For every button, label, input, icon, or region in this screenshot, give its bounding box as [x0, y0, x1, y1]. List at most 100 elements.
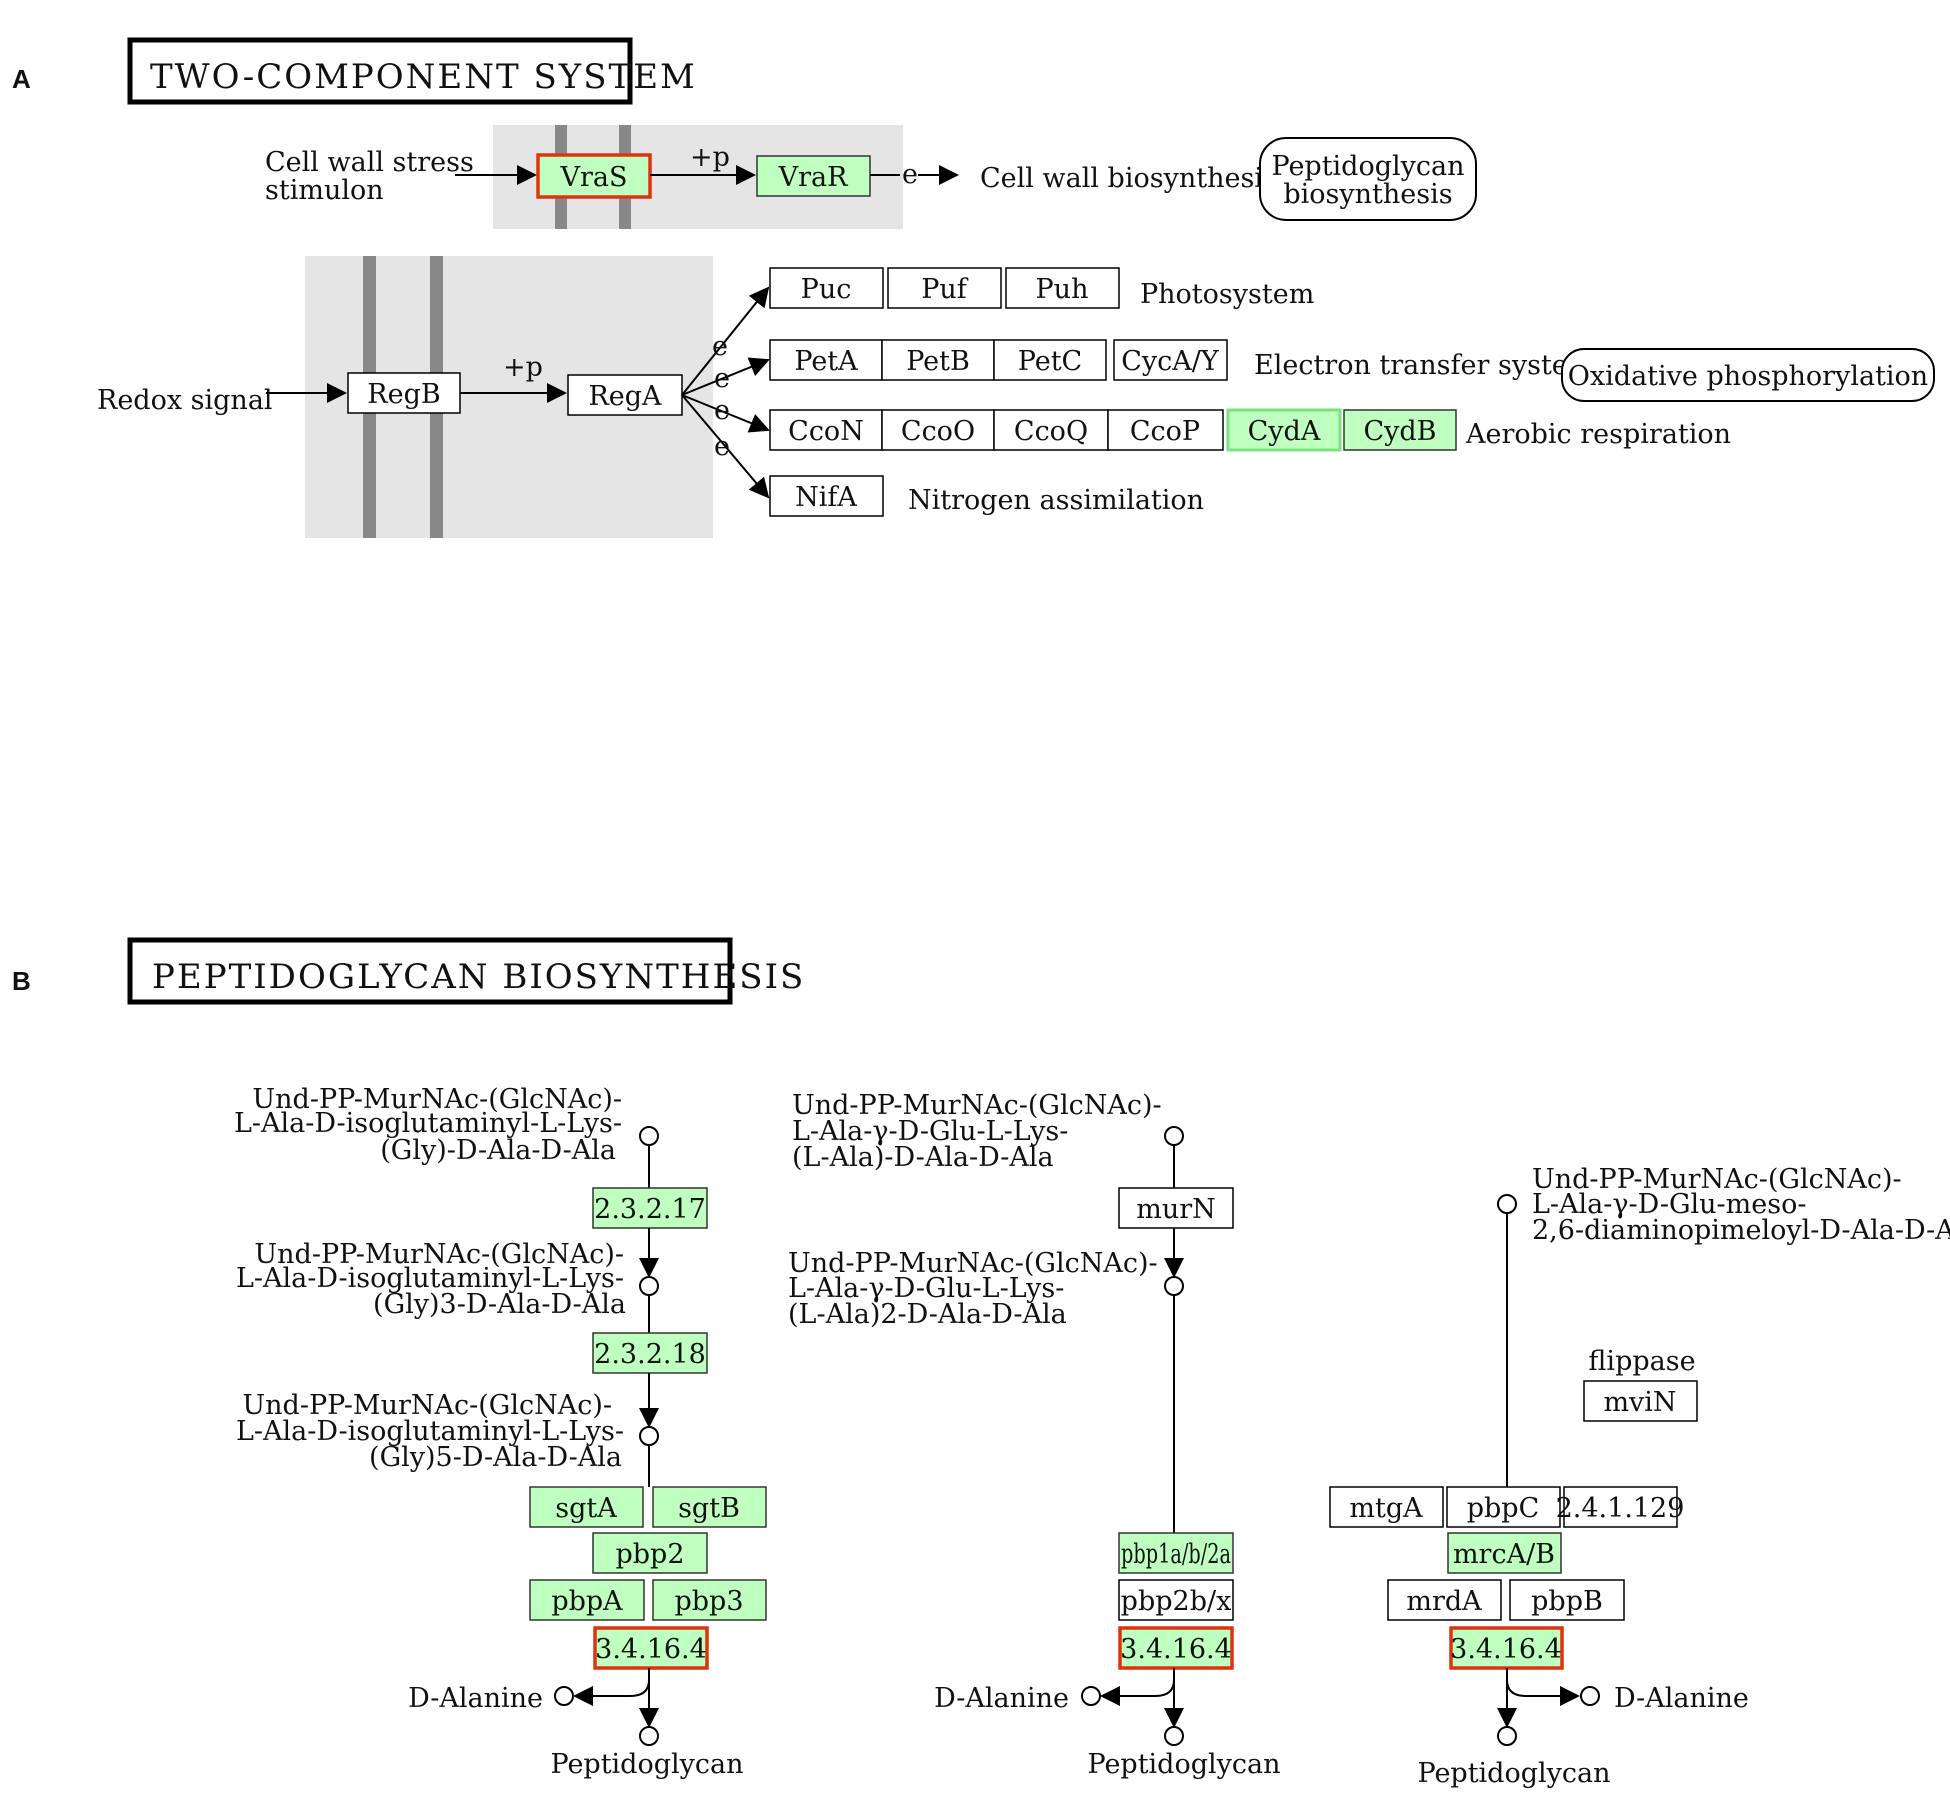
- enzyme-box[interactable]: [592, 1187, 708, 1229]
- enzyme-box-murn[interactable]: [1118, 1187, 1234, 1229]
- enzyme-box-pbpa[interactable]: [529, 1579, 645, 1621]
- gene-label-puh: Puh: [1036, 274, 1089, 305]
- enzyme-label: 2.3.2.17: [594, 1194, 706, 1225]
- gene-label-regb: RegB: [367, 379, 440, 410]
- stimulus-label-line2: stimulon: [265, 175, 384, 206]
- gene-box-cydb[interactable]: [1343, 409, 1457, 451]
- compound-label: Und-PP-MurNAc-(GlcNAc)-: [1532, 1164, 1902, 1195]
- gene-label-ccoo: CcoO: [901, 416, 975, 447]
- compound-label: Peptidoglycan: [1417, 1758, 1610, 1789]
- enzyme-box-pbp2bx[interactable]: [1118, 1579, 1234, 1621]
- gene-box-cyda[interactable]: [1226, 408, 1342, 452]
- compound-label: Peptidoglycan: [550, 1749, 743, 1780]
- nitrogen-assimilation-label: Nitrogen assimilation: [908, 485, 1204, 516]
- enzyme-label: pbpC: [1467, 1493, 1540, 1524]
- enzyme-box-highlighted[interactable]: [1449, 1626, 1564, 1670]
- enzyme-box-sgta[interactable]: [529, 1486, 644, 1528]
- enzyme-box-mrda[interactable]: [1387, 1579, 1502, 1621]
- gene-label-ccop: CcoP: [1130, 416, 1200, 447]
- panel-b-title: PEPTIDOGLYCAN BIOSYNTHESIS: [152, 957, 805, 997]
- compound-label: Und-PP-MurNAc-(GlcNAc)-: [792, 1090, 1162, 1121]
- gene-label-puc: Puc: [801, 274, 852, 305]
- compound-label: Und-PP-MurNAc-(GlcNAc)-: [254, 1239, 624, 1270]
- gene-box-vras[interactable]: [536, 153, 652, 199]
- enzyme-label: sgtB: [678, 1493, 740, 1524]
- enzyme-box[interactable]: [592, 1332, 708, 1374]
- gene-box-cyca[interactable]: [1113, 339, 1228, 381]
- aerobic-respiration-label: Aerobic respiration: [1465, 419, 1731, 450]
- map-link-oxphos-label: Oxidative phosphorylation: [1568, 361, 1928, 392]
- enzyme-box-mtga[interactable]: [1329, 1486, 1444, 1528]
- compound-label: L-Ala-D-isoglutaminyl-L-Lys-: [234, 1108, 622, 1139]
- enzyme-label: murN: [1136, 1194, 1216, 1225]
- compound-node[interactable]: [1497, 1726, 1517, 1746]
- gene-box-regb[interactable]: [347, 372, 461, 414]
- gene-label-ccoq: CcoQ: [1014, 416, 1088, 447]
- gene-box-ccop[interactable]: [1107, 409, 1224, 451]
- compound-label: (Gly)3-D-Ala-D-Ala: [373, 1289, 626, 1320]
- compound-label: Und-PP-MurNAc-(GlcNAc)-: [242, 1390, 612, 1421]
- compound-node[interactable]: [1081, 1686, 1101, 1706]
- compound-node[interactable]: [1164, 1126, 1184, 1146]
- compound-label: L-Ala-D-isoglutaminyl-L-Lys-: [236, 1416, 624, 1447]
- compound-label: D-Alanine: [934, 1683, 1069, 1714]
- enzyme-box-pbp2[interactable]: [592, 1532, 708, 1574]
- enzyme-box-pbp1ab[interactable]: [1118, 1532, 1234, 1574]
- compound-node[interactable]: [1164, 1726, 1184, 1746]
- gene-box-peta[interactable]: [769, 339, 883, 381]
- side-product-arrow: [573, 1679, 650, 1706]
- gene-box-puf[interactable]: [887, 267, 1002, 309]
- enzyme-box-mrcab[interactable]: [1447, 1532, 1562, 1574]
- compound-node[interactable]: [1580, 1686, 1600, 1706]
- gene-box-ccoo[interactable]: [881, 409, 995, 451]
- enzyme-box-highlighted[interactable]: [1118, 1626, 1234, 1670]
- compound-label: L-Ala-γ-D-Glu-L-Lys-: [788, 1273, 1064, 1304]
- enzyme-label: pbp2b/x: [1121, 1586, 1232, 1617]
- enzyme-box-ec[interactable]: [1563, 1486, 1678, 1528]
- panel-a-title-box: [127, 37, 633, 105]
- gene-box-ccoq[interactable]: [993, 409, 1109, 451]
- compound-node[interactable]: [1164, 1276, 1184, 1296]
- gene-box-puh[interactable]: [1005, 267, 1120, 309]
- gene-box-puc[interactable]: [769, 267, 884, 309]
- enzyme-box-sgtb[interactable]: [652, 1486, 767, 1528]
- gene-box-rega[interactable]: [567, 374, 683, 416]
- enzyme-label: 3.4.16.4: [1450, 1634, 1562, 1665]
- enzyme-box-pbpc[interactable]: [1446, 1486, 1561, 1528]
- map-link-peptidoglycan-line1: Peptidoglycan: [1271, 151, 1464, 182]
- map-link-peptidoglycan-line2: biosynthesis: [1283, 179, 1452, 210]
- gene-box-petc[interactable]: [993, 339, 1107, 381]
- compound-node[interactable]: [639, 1426, 659, 1446]
- gene-box-vrar[interactable]: [756, 155, 871, 197]
- map-link-peptidoglycan[interactable]: [1259, 137, 1477, 221]
- compound-label: L-Ala-γ-D-Glu-meso-: [1532, 1189, 1806, 1220]
- gene-label-cyda: CydA: [1248, 416, 1321, 447]
- gene-label-vrar: VraR: [778, 162, 849, 193]
- plus-p-label: +p: [690, 142, 730, 173]
- compound-label: 2,6-diaminopimeloyl-D-Ala-D-Ala: [1532, 1215, 1950, 1246]
- gene-label-cydb: CydB: [1363, 416, 1436, 447]
- panel-b-title-box: [127, 937, 733, 1005]
- stimulus-label-line1: Cell wall stress: [265, 147, 474, 178]
- regulation-arrow: [681, 286, 770, 396]
- compound-node[interactable]: [639, 1126, 659, 1146]
- e-label: e: [902, 159, 918, 190]
- gene-label-nifa: NifA: [795, 482, 857, 513]
- enzyme-box-mvin[interactable]: [1583, 1380, 1698, 1422]
- cell-wall-biosynthesis-label: Cell wall biosynthesis: [980, 163, 1277, 194]
- compound-node[interactable]: [554, 1686, 574, 1706]
- compound-node[interactable]: [639, 1276, 659, 1296]
- regulation-arrow: [681, 357, 770, 396]
- redox-signal-label: Redox signal: [97, 385, 273, 416]
- compound-node[interactable]: [1497, 1194, 1517, 1214]
- compound-node[interactable]: [639, 1726, 659, 1746]
- panel-a-letter: A: [12, 64, 31, 94]
- compound-label: Peptidoglycan: [1087, 1749, 1280, 1780]
- enzyme-box-pbpb[interactable]: [1509, 1579, 1625, 1621]
- map-link-oxphos[interactable]: [1561, 348, 1935, 402]
- e-label: e: [714, 395, 730, 426]
- gene-box-nifa[interactable]: [769, 475, 884, 517]
- enzyme-label: mrdA: [1406, 1586, 1482, 1617]
- enzyme-box-highlighted[interactable]: [593, 1626, 709, 1670]
- enzyme-box-pbp3[interactable]: [652, 1579, 767, 1621]
